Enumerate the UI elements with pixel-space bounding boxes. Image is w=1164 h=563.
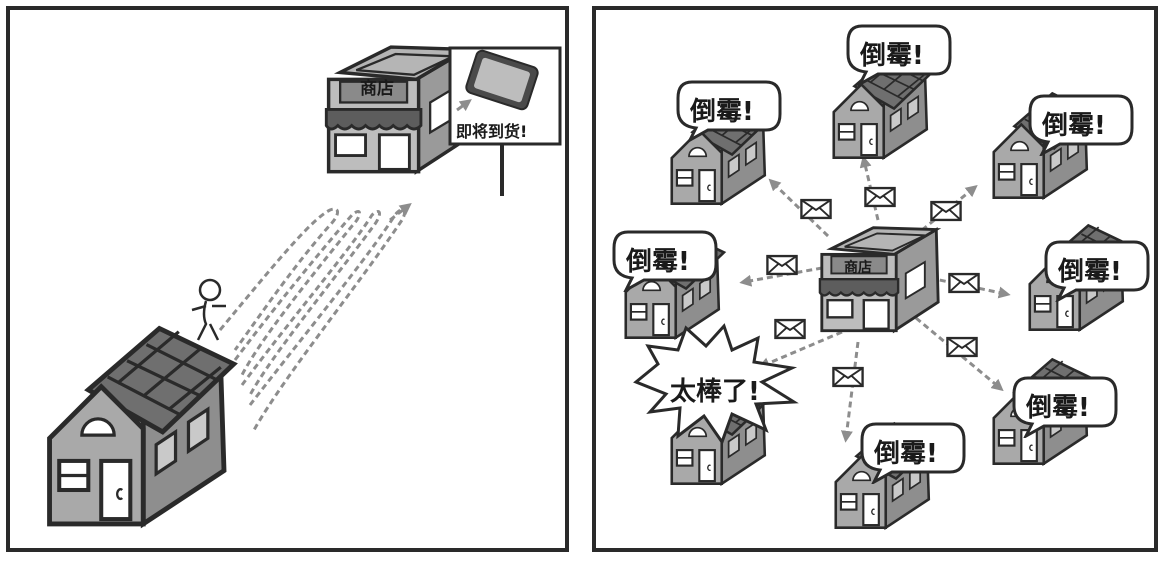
bubble-text: 倒霉! (873, 439, 938, 469)
walk-trail (218, 203, 412, 431)
speech-bubble: 倒霉! (1012, 376, 1118, 438)
starburst-text: 太棒了! (670, 377, 760, 407)
bubble-text: 倒霉! (625, 247, 690, 277)
billboard: 即将到货! (448, 46, 562, 196)
starburst-bubble: 太棒了! (633, 323, 799, 446)
shop-icon (324, 45, 472, 174)
billboard-text: 即将到货! (456, 122, 527, 141)
right-panel-scene: 商店 倒霉! 倒霉! 倒霉! 倒霉! (612, 24, 1150, 530)
speech-bubble: 倒霉! (846, 24, 952, 86)
speech-bubble: 倒霉! (1044, 240, 1150, 302)
right-shop-sign: 商店 (844, 259, 872, 276)
left-shop-sign: 商店 (360, 78, 394, 99)
bubble-text: 倒霉! (689, 97, 754, 127)
person-icon (191, 278, 226, 341)
speech-bubble: 倒霉! (1028, 94, 1134, 156)
bubble-text: 倒霉! (1025, 393, 1090, 423)
speech-bubble: 倒霉! (612, 230, 718, 292)
shop-icon (818, 226, 940, 333)
speech-bubble: 倒霉! (860, 422, 966, 484)
bubble-text: 倒霉! (859, 41, 924, 71)
left-panel-scene: 商店 即将到货! (10, 45, 562, 548)
phone-icon (456, 49, 539, 112)
left-comic-panel: 商店 即将到货! (6, 6, 569, 552)
bubble-text: 倒霉! (1041, 111, 1106, 141)
bubble-text: 倒霉! (1057, 257, 1122, 287)
right-comic-panel: 商店 倒霉! 倒霉! 倒霉! 倒霉! (592, 6, 1158, 552)
house-icon (50, 328, 234, 523)
speech-bubble: 倒霉! (676, 80, 782, 142)
